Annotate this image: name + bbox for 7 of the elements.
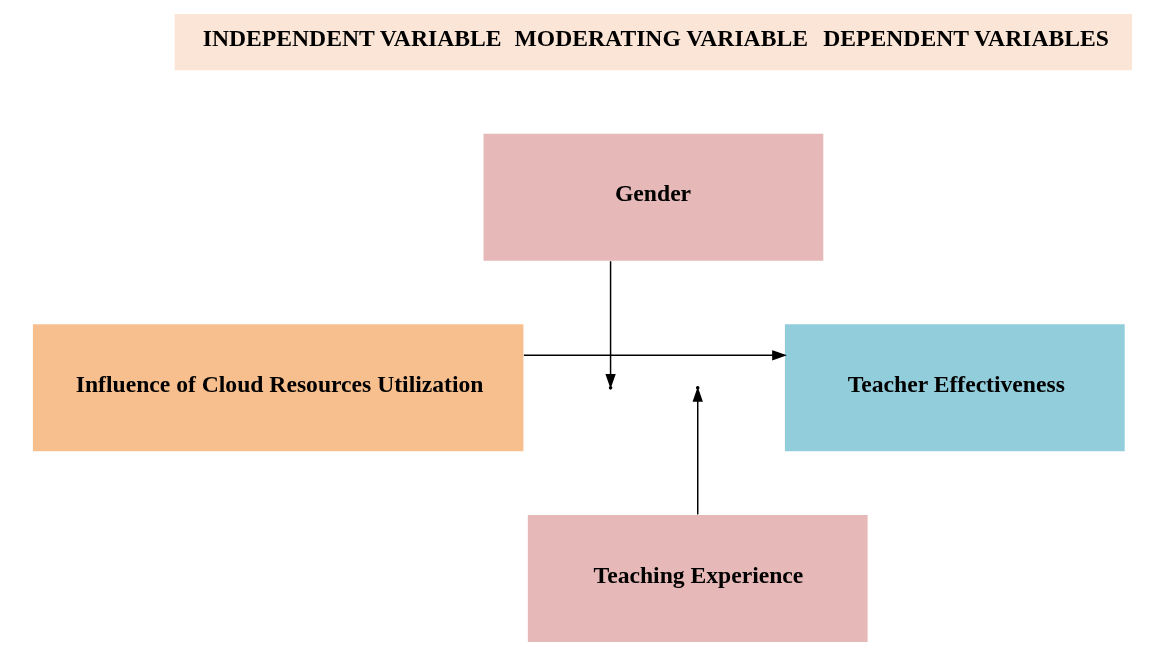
node-box: Influence of Cloud Resources Utilization bbox=[32, 324, 524, 452]
arrow bbox=[692, 386, 703, 516]
arrow bbox=[523, 350, 787, 361]
node-box: Teacher Effectiveness bbox=[784, 324, 1125, 452]
node-box: Teaching Experience bbox=[527, 514, 868, 642]
node-box: INDEPENDENT VARIABLE MODERATING VARIABLE DEPENDENT VARIABLES bbox=[174, 14, 1133, 71]
node-box: Gender bbox=[483, 133, 824, 261]
